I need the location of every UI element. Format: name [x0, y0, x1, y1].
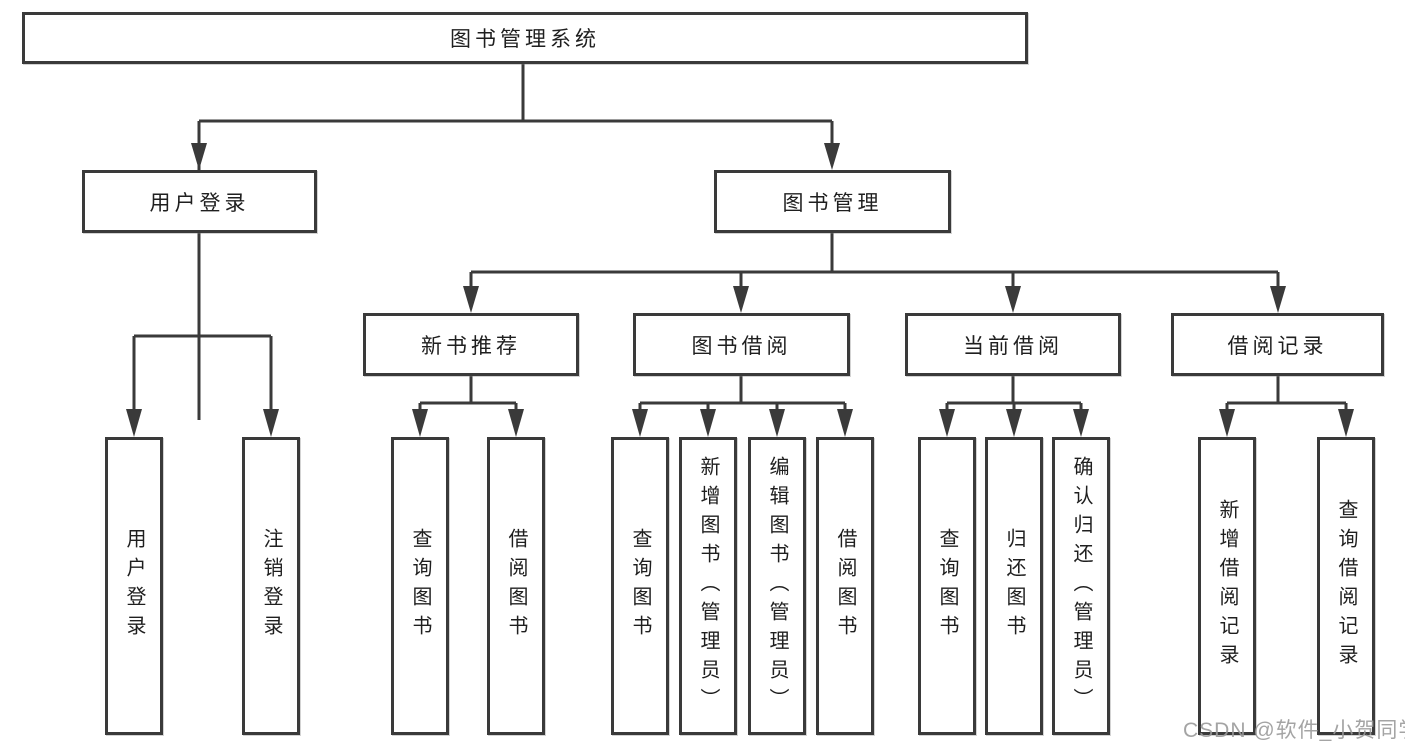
connector-user-login-children	[126, 233, 279, 437]
arrowhead	[733, 286, 749, 313]
arrowhead	[1006, 409, 1022, 437]
leaf-recommend-query-book: 查询图书	[391, 437, 449, 735]
leaf-recommend-borrow-book: 借阅图书	[487, 437, 545, 735]
leaf-records-query-record: 查询借阅记录	[1317, 437, 1375, 735]
arrowhead	[126, 409, 142, 437]
node-borrow-records: 借阅记录	[1171, 313, 1384, 376]
leaf-current-return-book: 归还图书	[985, 437, 1043, 735]
arrowhead	[263, 409, 279, 437]
leaf-borrow-borrow-book: 借阅图书	[816, 437, 874, 735]
arrowhead	[769, 409, 785, 437]
arrowhead	[412, 409, 428, 437]
leaf-borrow-query-book: 查询图书	[611, 437, 669, 735]
connector-line	[638, 376, 847, 420]
arrowhead	[191, 143, 207, 170]
node-book-borrow: 图书借阅	[633, 313, 850, 376]
node-new-book-recommend: 新书推荐	[363, 313, 579, 376]
node-book-management: 图书管理	[714, 170, 951, 233]
leaf-current-query-book: 查询图书	[918, 437, 976, 735]
leaf-current-confirm-return-admin: 确认归还（管理员）	[1052, 437, 1110, 735]
node-root-system: 图书管理系统	[22, 12, 1028, 64]
connector-root-to-level2	[191, 64, 840, 420]
csdn-watermark: CSDN @软件_小贺同学	[1183, 719, 1405, 742]
connector-line	[197, 64, 834, 420]
arrowhead	[939, 409, 955, 437]
arrowhead	[1338, 409, 1354, 437]
connector-line	[1225, 376, 1348, 420]
connector-line	[418, 376, 518, 420]
connector-line	[132, 233, 273, 420]
arrowhead	[463, 286, 479, 313]
arrowhead	[1270, 286, 1286, 313]
connector-book-mgmt-groups	[463, 233, 1286, 313]
node-current-borrow: 当前借阅	[905, 313, 1121, 376]
arrowhead	[1073, 409, 1089, 437]
arrowhead	[700, 409, 716, 437]
arrowhead	[508, 409, 524, 437]
leaf-logout: 注销登录	[242, 437, 300, 735]
connector-line	[469, 233, 1280, 290]
connector-current-borrow-children	[939, 376, 1089, 437]
leaf-borrow-add-book-admin: 新增图书（管理员）	[679, 437, 737, 735]
connector-borrow-records-children	[1219, 376, 1354, 437]
arrowhead	[1005, 286, 1021, 313]
leaf-records-add-record: 新增借阅记录	[1198, 437, 1256, 735]
node-user-login: 用户登录	[82, 170, 317, 233]
arrowhead	[837, 409, 853, 437]
arrowhead	[632, 409, 648, 437]
connector-book-borrow-children	[632, 376, 853, 437]
arrowhead	[824, 143, 840, 170]
arrowhead	[1219, 409, 1235, 437]
connector-new-book-children	[412, 376, 524, 437]
leaf-user-login: 用户登录	[105, 437, 163, 735]
leaf-borrow-edit-book-admin: 编辑图书（管理员）	[748, 437, 806, 735]
